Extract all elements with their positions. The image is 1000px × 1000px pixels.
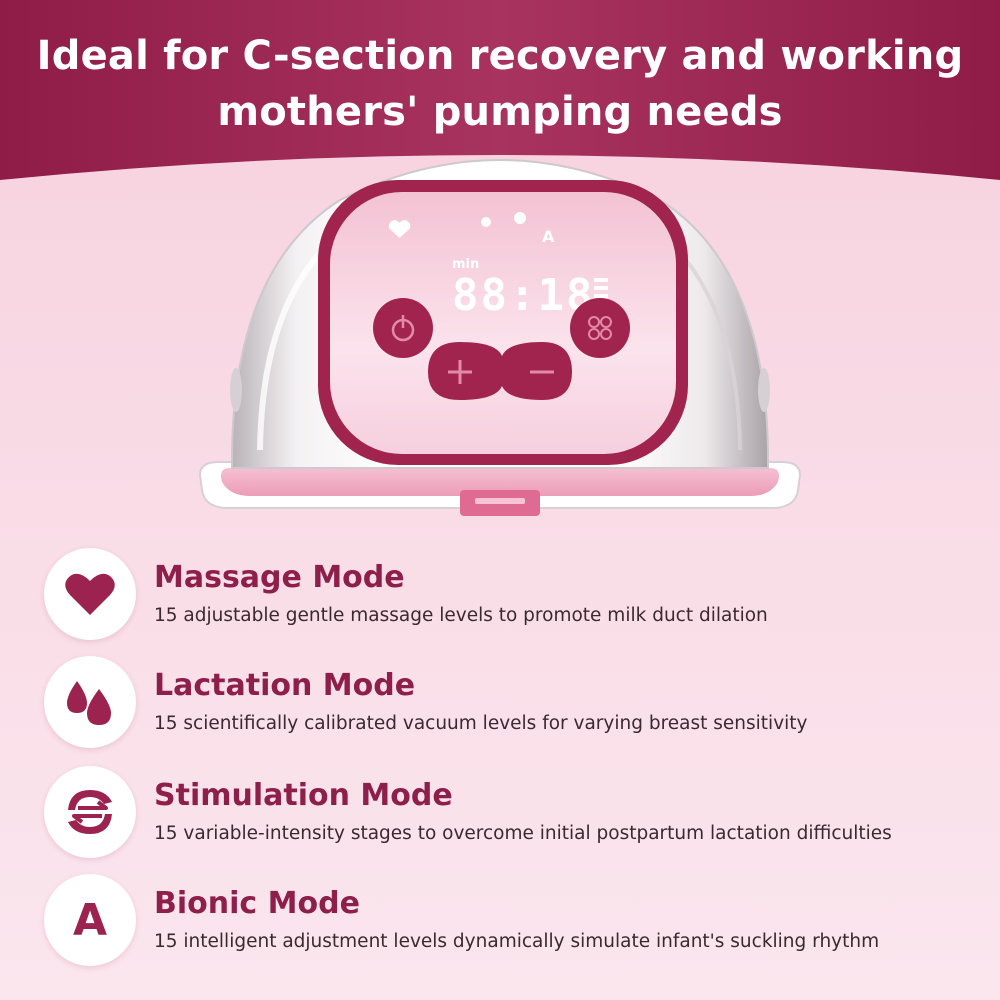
device-mode-button: [570, 298, 630, 358]
feature-bionic-mode: A Bionic Mode 15 intelligent adjustment …: [44, 874, 984, 974]
feature-title: Massage Mode: [154, 560, 405, 595]
device-display-digits: 88:18: [452, 270, 594, 321]
feature-lactation-mode: Lactation Mode 15 scientifically calibra…: [44, 656, 984, 756]
headline-line-2: mothers' pumping needs: [217, 89, 783, 135]
header-banner: Ideal for C-section recovery and working…: [0, 0, 1000, 190]
feature-stimulation-mode: Stimulation Mode 15 variable-intensity s…: [44, 766, 984, 866]
droplets-icon: [44, 656, 136, 748]
headline-line-1: Ideal for C-section recovery and working: [36, 33, 964, 79]
cycle-arrows-icon: [44, 766, 136, 858]
letter-a-icon: A: [44, 874, 136, 966]
feature-description: 15 scientifically calibrated vacuum leve…: [154, 713, 808, 734]
feature-title: Lactation Mode: [154, 668, 416, 703]
header-background: [0, 0, 1000, 180]
breast-pump-device: A min 88:18: [190, 150, 810, 530]
device-level-buttons: [428, 342, 572, 400]
device-display-unit: min: [452, 257, 479, 272]
heart-icon: [44, 548, 136, 640]
page-headline: Ideal for C-section recovery and working…: [0, 28, 1000, 140]
device-mode-letter: A: [542, 227, 555, 246]
feature-description: 15 adjustable gentle massage levels to p…: [154, 605, 768, 626]
feature-title: Bionic Mode: [154, 886, 360, 921]
feature-title: Stimulation Mode: [154, 778, 453, 813]
feature-description: 15 intelligent adjustment levels dynamic…: [154, 931, 880, 952]
feature-description: 15 variable-intensity stages to overcome…: [154, 823, 892, 844]
feature-massage-mode: Massage Mode 15 adjustable gentle massag…: [44, 548, 984, 648]
